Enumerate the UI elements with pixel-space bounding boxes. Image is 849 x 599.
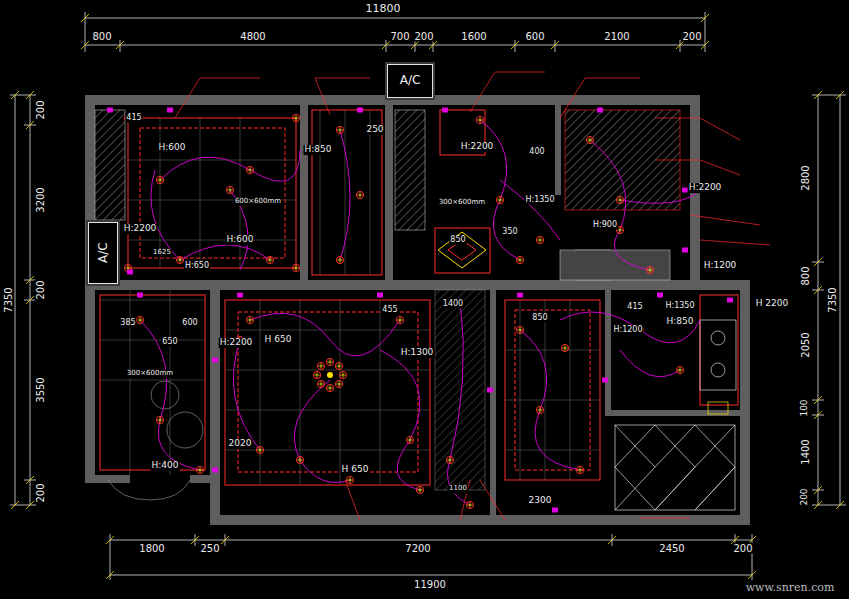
dimension-label: 200: [35, 99, 46, 120]
outlets: [107, 108, 733, 513]
height-label: H:850: [666, 317, 695, 327]
height-label: H:900: [592, 221, 618, 230]
dimension-label: 3200: [35, 186, 46, 213]
height-label: H 2200: [755, 299, 790, 309]
leader-lines: [175, 72, 770, 520]
height-label: H:1200: [612, 326, 643, 335]
dimension-label: 7350: [827, 286, 838, 313]
ac-label: A/C: [400, 74, 421, 87]
dimension-label: 100: [800, 398, 810, 417]
dimension-label: 800: [91, 31, 112, 42]
height-label: H:1300: [400, 348, 435, 358]
height-label: H:600: [158, 143, 187, 153]
cabinets: [108, 320, 736, 510]
dimension-label: 3550: [35, 376, 46, 403]
dimension-label: 250: [199, 543, 220, 554]
dimension-label: 200: [732, 543, 753, 554]
height-label: H:600: [226, 235, 255, 245]
height-label: H:2200: [219, 338, 254, 348]
dimension-label: 1600: [460, 31, 487, 42]
dimension-label: 350: [501, 228, 518, 237]
dimension-label: 4800: [239, 31, 266, 42]
dimension-label: 200: [681, 31, 702, 42]
hatched-areas: [95, 110, 680, 490]
dimension-label: 2050: [800, 331, 811, 358]
dimension-label: 2300: [528, 496, 553, 506]
dimension-label: 11900: [413, 579, 447, 590]
height-label: H:2200: [688, 183, 723, 193]
ac-unit-box: A/C: [88, 222, 118, 284]
dimension-label: 200: [35, 482, 46, 503]
dimension-label: 700: [389, 31, 410, 42]
height-label: H:2200: [460, 142, 495, 152]
height-label: H:2200: [123, 224, 158, 234]
height-label: H:1350: [524, 196, 555, 205]
dimension-label: 455: [381, 306, 398, 315]
dimension-label: 1400: [442, 300, 464, 309]
dimension-label: 650: [161, 338, 178, 347]
ceiling-spec: 300×600mm: [126, 370, 174, 378]
dimension-label: 2800: [800, 164, 811, 191]
dimension-label: 415: [125, 114, 142, 123]
dimension-label: 2100: [603, 31, 630, 42]
height-label: H:1200: [703, 261, 738, 271]
ceiling-grid: [100, 110, 600, 485]
height-label: H:650: [184, 262, 210, 271]
watermark: www.snren.com: [745, 582, 836, 594]
ac-label: A/C: [96, 243, 109, 264]
dimension-label: 2020: [228, 439, 253, 449]
height-label: H 650: [341, 465, 370, 475]
ornament: [435, 228, 490, 273]
dimension-lines: [10, 12, 846, 580]
dimension-label: 850: [531, 314, 548, 323]
ceiling-spec: 600×600mm: [234, 198, 282, 206]
dimension-label: 600: [181, 319, 198, 328]
height-label: H:1350: [664, 302, 695, 311]
ceiling-outlines: [100, 110, 738, 485]
dimension-label: 850: [449, 236, 466, 245]
dimension-label: 200: [413, 31, 434, 42]
ac-unit-box: A/C: [387, 64, 433, 98]
dimension-label: 1100: [448, 485, 468, 493]
ceiling-spec: 300×600mm: [438, 199, 486, 207]
dimension-label: 415: [626, 303, 643, 312]
light-fixtures: [124, 114, 683, 508]
dimension-label: 1625: [152, 249, 172, 257]
dimension-label: 200: [800, 487, 810, 506]
dimension-label: 7350: [3, 286, 14, 313]
dimension-label: 2450: [658, 543, 685, 554]
dimension-label: 250: [365, 125, 384, 135]
height-label: H:850: [304, 145, 333, 155]
ac-frame: [86, 62, 435, 286]
height-label: H 650: [264, 335, 293, 345]
height-label: H:400: [151, 461, 180, 471]
dimension-label: 400: [528, 148, 545, 157]
dimension-label: 1800: [138, 543, 165, 554]
dimension-label: 800: [800, 265, 811, 286]
dimension-label: 1400: [800, 438, 811, 465]
dimension-label: 385: [119, 319, 136, 328]
dimension-label: 7200: [404, 543, 431, 554]
wiring: [140, 120, 700, 505]
walls: [85, 95, 750, 525]
dimension-label: 200: [35, 279, 46, 300]
dimension-label: 600: [524, 31, 545, 42]
dimension-label: 11800: [365, 3, 402, 15]
